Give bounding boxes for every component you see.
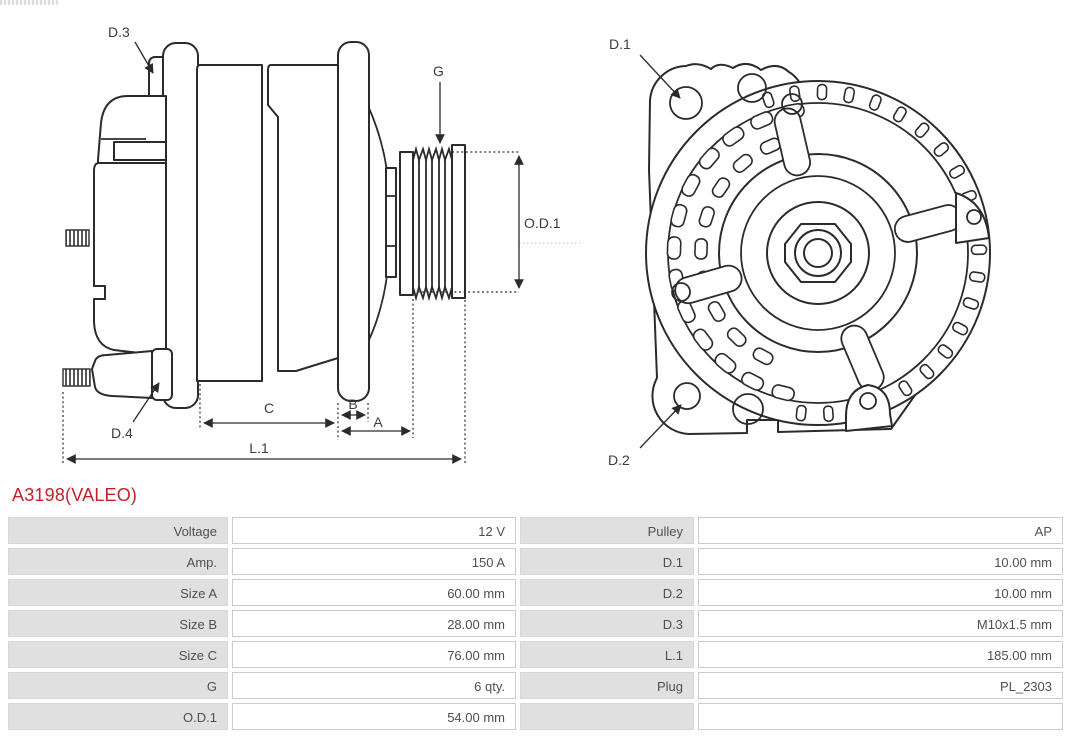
label-a: A (373, 414, 383, 430)
spec-label-cell: D.2 (520, 579, 694, 606)
spec-table: Voltage 12 V Pulley AP Amp. 150 A D.1 10… (8, 517, 1063, 730)
bottom-right-ear (845, 384, 893, 432)
d4-connector (91, 350, 153, 399)
spec-label-cell (520, 703, 694, 730)
front-view: D.1 D.2 (608, 36, 991, 468)
spec-label-cell: D.1 (520, 548, 694, 575)
label-l1: L.1 (249, 440, 269, 456)
alternator-technical-drawing: D.3 G O.D.1 D.4 C B A L.1 (62, 24, 991, 468)
part-title: A3198(VALEO) (12, 485, 138, 505)
label-g: G (433, 63, 444, 79)
watermark-fragment (0, 0, 58, 5)
spec-value-cell: M10x1.5 mm (698, 610, 1063, 637)
spec-label-cell: Size C (8, 641, 228, 668)
label-d1: D.1 (609, 36, 631, 52)
label-od1: O.D.1 (524, 215, 561, 231)
shaft (385, 167, 397, 278)
label-b: B (348, 396, 357, 412)
spec-label-cell: Plug (520, 672, 694, 699)
terminal-stud-upper (65, 229, 90, 247)
hole-d2 (673, 382, 701, 410)
spec-value-cell: 6 qty. (232, 672, 516, 699)
right-ear (955, 192, 990, 244)
mounting-holes (669, 73, 982, 425)
pulley (399, 144, 466, 302)
spec-label-cell: D.3 (520, 610, 694, 637)
vent-slots-outer (666, 103, 805, 402)
label-c: C (264, 400, 274, 416)
spec-label-cell: Pulley (520, 517, 694, 544)
spec-value-cell (698, 703, 1063, 730)
spokes (674, 107, 963, 392)
spec-label-cell: Size A (8, 579, 228, 606)
spec-value-cell: 12 V (232, 517, 516, 544)
leader-d2 (639, 404, 682, 449)
label-d4: D.4 (111, 425, 133, 441)
label-d2: D.2 (608, 452, 630, 468)
spec-value-cell: 10.00 mm (698, 548, 1063, 575)
spec-value-cell: 185.00 mm (698, 641, 1063, 668)
hole-d1 (669, 86, 703, 120)
stator-body-left (196, 64, 263, 382)
spec-value-cell: 150 A (232, 548, 516, 575)
spec-label-cell: O.D.1 (8, 703, 228, 730)
front-bracket (337, 41, 370, 402)
shaft-nut (784, 223, 852, 283)
leader-d4 (132, 382, 160, 423)
spec-value-cell: PL_2303 (698, 672, 1063, 699)
spec-value-cell: 54.00 mm (232, 703, 516, 730)
spec-value-cell: 28.00 mm (232, 610, 516, 637)
spec-value-cell: AP (698, 517, 1063, 544)
spec-value-cell: 10.00 mm (698, 579, 1063, 606)
stator-body-right (267, 64, 339, 372)
rear-housing (93, 162, 167, 357)
spec-label-cell: L.1 (520, 641, 694, 668)
leader-d1 (639, 54, 681, 99)
label-d3: D.3 (108, 24, 130, 40)
spec-label-cell: Voltage (8, 517, 228, 544)
spec-label-cell: Size B (8, 610, 228, 637)
spec-value-cell: 60.00 mm (232, 579, 516, 606)
spec-value-cell: 76.00 mm (232, 641, 516, 668)
spec-label-cell: G (8, 672, 228, 699)
side-view: D.3 G O.D.1 D.4 C B A L.1 (62, 24, 583, 464)
leader-d3 (134, 41, 154, 74)
terminal-stud-lower (62, 368, 91, 387)
spec-label-cell: Amp. (8, 548, 228, 575)
